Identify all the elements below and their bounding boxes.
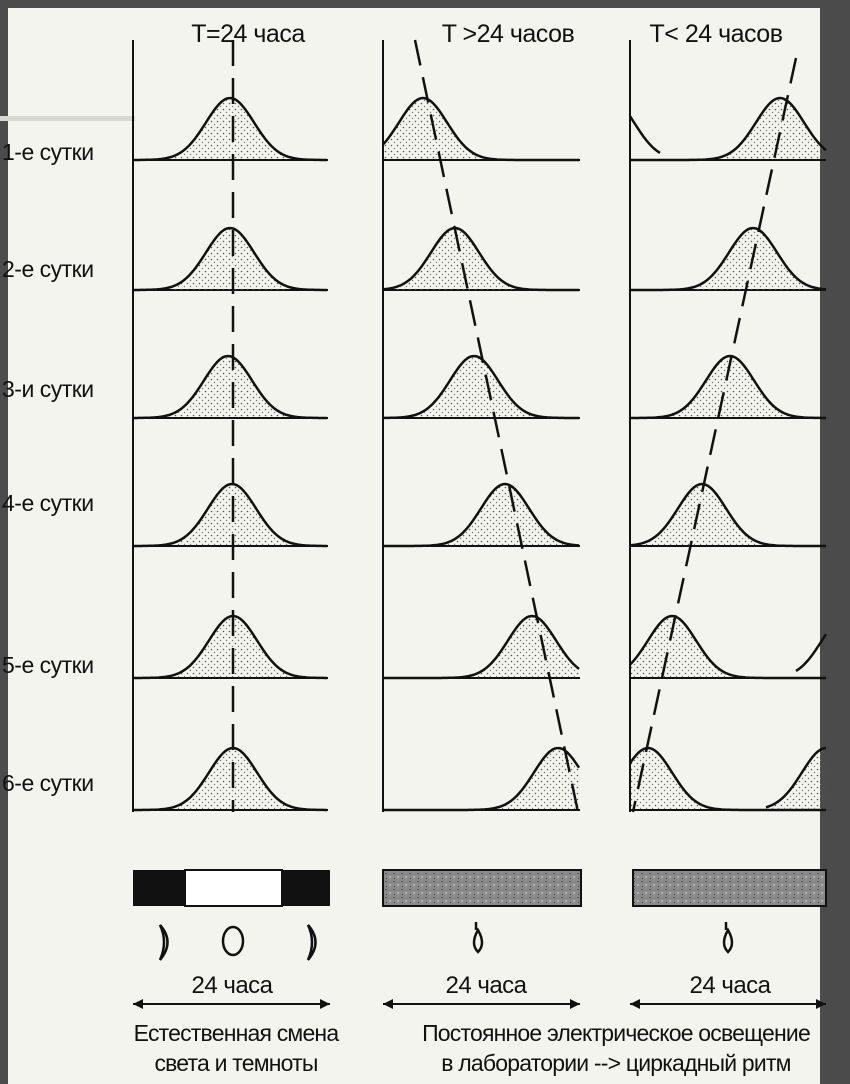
activity-curve-tail-row1 (628, 115, 661, 154)
sun-icon (221, 925, 245, 957)
plots-group (132, 39, 828, 1009)
activity-fill-wrap-row6 (768, 748, 826, 810)
day-label-1: 1-е сутки (2, 139, 94, 165)
column-title-shorter: T< 24 часов (649, 20, 783, 48)
lamp-icon (722, 922, 734, 954)
day-label-4: 4-е сутки (2, 490, 94, 516)
activity-curve-wrap-row5 (795, 633, 828, 672)
day-label-3: 3-и сутки (2, 376, 94, 402)
hours-label-shorter: 24 часа (689, 972, 771, 999)
activity-curve-row5-col2 (383, 614, 580, 680)
night-bar-right (282, 870, 330, 906)
activity-fill-row5-col1 (175, 616, 291, 678)
activity-fill-row1-col1 (171, 98, 289, 160)
activity-curve-row1-col1 (133, 96, 327, 162)
activity-fill-row2-col1 (171, 228, 289, 290)
activity-fill-row3-col3 (672, 356, 788, 418)
activity-fill-row4-col3 (644, 484, 760, 546)
activity-fill-row1-col2 (383, 98, 481, 160)
day-label-6: 6-е сутки (2, 770, 94, 796)
activity-curve-row4-col1 (133, 482, 327, 548)
activity-fill-row5-col2 (473, 616, 579, 678)
column-title-longer: T >24 часов (441, 20, 575, 48)
activity-fill-row3-col2 (415, 356, 533, 418)
arrowhead-left-1 (133, 999, 143, 1009)
activity-fill-row3-col1 (169, 356, 287, 418)
hours-label-normal: 24 часа (191, 972, 273, 999)
day-bar (184, 869, 283, 907)
activity-curve-row2-col2 (382, 226, 579, 292)
caption-right-line2: в лаборатории --> циркадный ритм (441, 1050, 791, 1076)
day-label-5: 5-е сутки (2, 652, 94, 678)
dashed-line-shorter (631, 57, 798, 813)
arrowhead-right-2 (570, 999, 580, 1009)
activity-fill-row1-col3 (722, 98, 826, 160)
activity-curve-row6-col2 (383, 746, 581, 812)
moon-icon (306, 924, 317, 961)
column-title-normal: T=24 часа (191, 20, 305, 48)
moon-icon (158, 924, 169, 961)
activity-curve-row1-col3 (630, 96, 827, 162)
night-bar-left (133, 870, 185, 906)
activity-curve-row1-col2 (382, 96, 579, 162)
day-label-2: 2-е сутки (2, 256, 94, 282)
activity-curve-row5-col1 (133, 614, 327, 680)
caption-right-line1: Постоянное электрическое освещение (422, 1020, 811, 1046)
activity-curve-row6-col1 (133, 746, 327, 812)
caption-left-line2: света и темноты (154, 1050, 318, 1076)
lamp-bar-longer (382, 869, 582, 907)
activity-fill-row4-col2 (447, 484, 563, 546)
lamp-bar-shorter (632, 869, 827, 907)
activity-curve-wrap-row6 (765, 746, 827, 809)
arrowhead-left-3 (630, 999, 640, 1009)
activity-fill-row2-col2 (397, 228, 513, 290)
activity-curve-row3-col3 (630, 354, 826, 420)
activity-curve-row4-col3 (629, 482, 826, 548)
activity-curve-row2-col1 (133, 226, 327, 292)
arrowhead-right-3 (816, 999, 826, 1009)
dashed-line-longer (413, 39, 580, 813)
caption-left-line1: Естественная смена (133, 1020, 339, 1046)
lamp-icon (472, 922, 484, 954)
slide-accent-line (0, 116, 135, 121)
arrowhead-right-1 (320, 999, 330, 1009)
activity-curve-row2-col3 (630, 226, 827, 292)
activity-curve-row4-col2 (383, 482, 580, 548)
arrowhead-left-2 (383, 999, 393, 1009)
activity-curve-row5-col3 (629, 614, 826, 680)
hours-label-longer: 24 часа (445, 972, 527, 999)
activity-curve-row3-col1 (133, 354, 327, 420)
